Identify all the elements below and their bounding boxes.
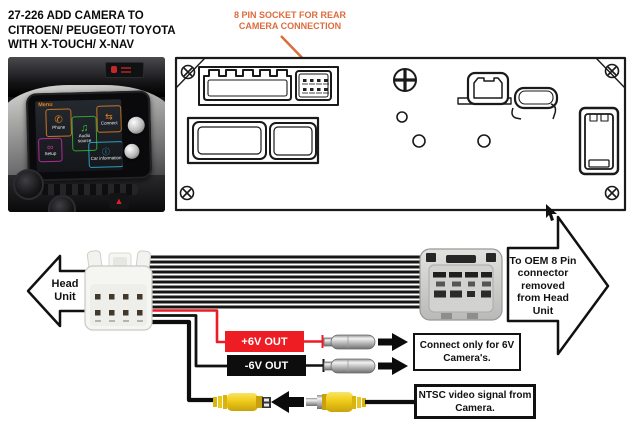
warning-bar-icon bbox=[121, 67, 131, 69]
aux-connector bbox=[511, 86, 559, 120]
tile-label: Setup bbox=[44, 151, 57, 157]
lower-connector-block bbox=[186, 116, 320, 165]
rca-female-connector bbox=[213, 393, 271, 411]
air-vent bbox=[36, 184, 138, 195]
tile-label: Car information bbox=[90, 154, 122, 161]
dashboard-photo: Menu ✆ Phone ♫ Audio source ⇆ Connect ∞ … bbox=[8, 57, 165, 212]
panel-hole bbox=[396, 111, 408, 123]
right-vertical-connector bbox=[578, 106, 620, 176]
connect-note-box: Connect only for 6V Camera's. bbox=[413, 333, 521, 371]
oem-8pin-connector bbox=[419, 248, 503, 321]
white-12pin-connector bbox=[84, 250, 153, 331]
minus6v-wire bbox=[148, 314, 227, 368]
oem-arrow-label: To OEM 8 Pin connector removed from Head… bbox=[509, 255, 577, 317]
camera-socket-callout: 8 PIN SOCKET FOR REAR CAMERA CONNECTION bbox=[233, 10, 346, 32]
phillips-screw-icon bbox=[393, 68, 417, 92]
tile-phone: ✆ Phone bbox=[45, 108, 73, 138]
oem-arrow bbox=[506, 215, 610, 356]
8pin-camera-socket bbox=[295, 70, 332, 101]
main-connector-block bbox=[198, 66, 339, 106]
plus-6v-label-box: +6V OUT bbox=[225, 331, 304, 352]
screw-icon bbox=[179, 63, 620, 201]
tile-car-information: ⓘ Car information bbox=[88, 141, 123, 169]
bullet-connector bbox=[323, 334, 376, 350]
head-unit-rear-panel bbox=[174, 56, 627, 212]
arrow-right-icon bbox=[378, 357, 408, 375]
screen-menu-label: Menu bbox=[38, 101, 53, 109]
hazard-button: ▲ bbox=[109, 193, 129, 209]
climate-dial bbox=[48, 195, 76, 212]
bullet-leads bbox=[304, 335, 325, 372]
panel-hole bbox=[412, 134, 426, 148]
tune-knob bbox=[124, 143, 140, 160]
touchscreen-bezel: Menu ✆ Phone ♫ Audio source ⇆ Connect ∞ … bbox=[25, 90, 153, 182]
tile-label: Phone bbox=[52, 124, 66, 130]
minus-6v-label-box: -6V OUT bbox=[227, 355, 306, 376]
page-title: 27-226 ADD CAMERA TO CITROEN/ PEUGEOT/ T… bbox=[8, 10, 176, 52]
head-unit-arrow-label: Head Unit bbox=[51, 278, 79, 303]
climate-dial bbox=[13, 169, 44, 200]
ntsc-note-box: NTSC video signal from Camera. bbox=[414, 384, 536, 419]
seatbelt-warning-icon bbox=[111, 66, 117, 73]
arrow-left-icon bbox=[271, 391, 304, 413]
arrow-right-icon bbox=[378, 333, 408, 351]
x-touch-screen: Menu ✆ Phone ♫ Audio source ⇆ Connect ∞ … bbox=[35, 99, 123, 173]
wire-bundle bbox=[148, 255, 421, 309]
tile-setup: ∞ Setup bbox=[38, 137, 63, 163]
plus6v-wire bbox=[148, 309, 225, 344]
video-wire bbox=[148, 319, 213, 403]
cursor-icon bbox=[546, 204, 557, 221]
panel-hole bbox=[477, 134, 491, 148]
volume-knob bbox=[127, 116, 145, 134]
bullet-connector bbox=[323, 358, 376, 374]
usb-connector bbox=[457, 71, 512, 106]
warning-display bbox=[105, 62, 144, 78]
tile-connect: ⇆ Connect bbox=[96, 105, 122, 133]
warning-bar-icon bbox=[121, 71, 131, 73]
hazard-triangle-icon: ▲ bbox=[114, 196, 124, 206]
rca-male-connector bbox=[306, 392, 366, 412]
tile-label: Connect bbox=[100, 119, 118, 126]
